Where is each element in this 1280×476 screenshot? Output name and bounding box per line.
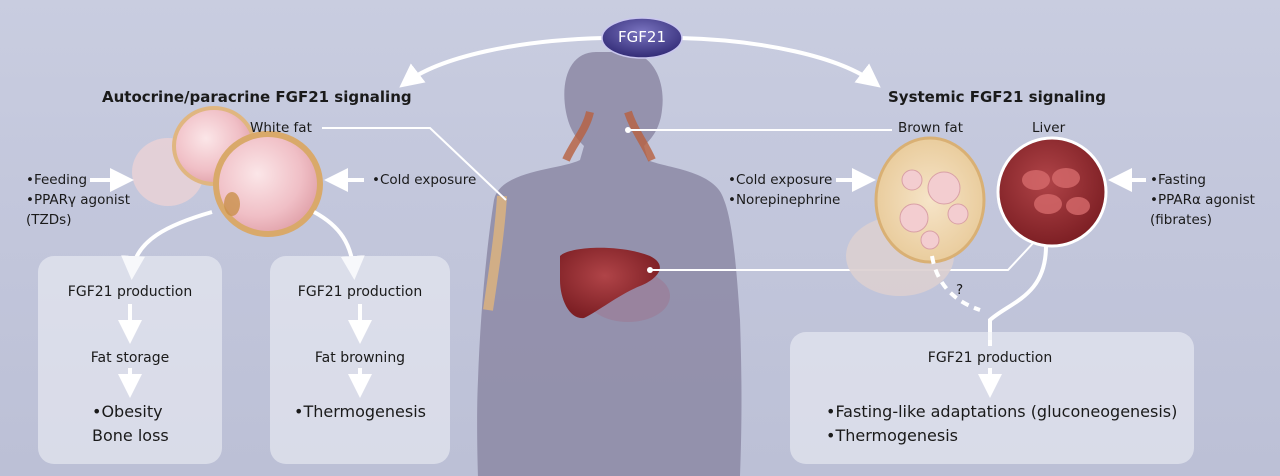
liver-cells-icon [996, 136, 1108, 248]
input-feeding: •Feeding [26, 172, 88, 188]
arrow-to-autocrine [399, 36, 605, 88]
arrow-to-systemic [679, 36, 881, 88]
question-mark: ? [956, 282, 964, 298]
input-cold-exposure-right: •Cold exposure [728, 172, 833, 188]
white-fat-label: White fat [250, 120, 312, 136]
systemic-outcome-fasting: •Fasting-like adaptations (gluconeogenes… [826, 402, 1178, 421]
body-liver-icon [560, 247, 660, 319]
input-fibrates: (fibrates) [1150, 212, 1213, 228]
connector-dot [625, 127, 631, 133]
systemic-title: Systemic FGF21 signaling [888, 88, 1106, 106]
arm-white-fat [483, 195, 507, 311]
brown-fat-label: Brown fat [898, 120, 963, 136]
box1-outcome-bone-loss: Bone loss [92, 426, 169, 445]
box2-outcome-thermogenesis: •Thermogenesis [294, 402, 426, 421]
box1-fat-storage: Fat storage [90, 350, 170, 366]
neck-brown-fat-right [624, 110, 656, 162]
liver-label: Liver [1032, 120, 1066, 136]
box1-outcome-obesity: •Obesity [92, 402, 163, 421]
systemic-outcome-thermogenesis: •Thermogenesis [826, 426, 958, 445]
connector-dot [647, 267, 653, 273]
box2-fat-browning: Fat browning [314, 350, 406, 366]
box-systemic [790, 332, 1194, 464]
box1-production: FGF21 production [67, 284, 193, 300]
arrow-liver-to-box [988, 245, 1048, 340]
input-fasting: •Fasting [1150, 172, 1206, 188]
neck-brown-fat-left [562, 110, 594, 162]
input-tzds: (TZDs) [26, 212, 72, 228]
input-norepinephrine: •Norepinephrine [728, 192, 841, 208]
box2-production: FGF21 production [297, 284, 423, 300]
fgf21-label: FGF21 [618, 28, 666, 46]
input-cold-exposure-left: •Cold exposure [372, 172, 477, 188]
white-fat-connector [322, 127, 507, 201]
input-ppar-alpha: •PPARα agonist [1150, 192, 1255, 208]
systemic-production: FGF21 production [927, 350, 1053, 366]
brown-fat-cells-icon [846, 136, 986, 296]
input-ppar-gamma: •PPARγ agonist [26, 192, 131, 208]
box-autocrine-browning [270, 256, 450, 464]
autocrine-title: Autocrine/paracrine FGF21 signaling [102, 88, 412, 106]
fgf21-pill [601, 17, 683, 59]
dashed-brown-fat-to-box [930, 255, 981, 312]
white-fat-cells-icon [132, 106, 323, 237]
liver-connector [650, 239, 1037, 271]
box-autocrine-storage [38, 256, 222, 464]
